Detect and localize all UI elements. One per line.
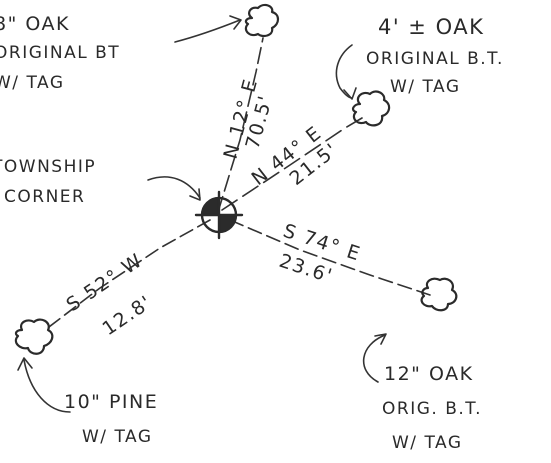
tree-symbol-se [420,277,458,312]
note-se-line1: 12" OAK [384,363,474,385]
line-s52w [44,219,211,331]
note-ne: 4' ± OAK ORIGINAL B.T. W/ TAG [366,15,504,97]
note-se: 12" OAK ORIG. B.T. W/ TAG [382,363,482,453]
note-sw-line1: 10" PINE [64,391,158,413]
line-s74e [229,219,431,296]
tree-symbol-nw-target [244,3,280,38]
se-arrow [362,334,386,383]
note-center: TOWNSHIP CORNER [0,157,96,207]
township-corner-symbol [194,190,244,240]
note-center-line2: CORNER [4,187,85,207]
note-center-line1: TOWNSHIP [0,157,96,177]
line-n44e [221,117,363,211]
note-ne-line2: ORIGINAL B.T. [366,49,504,69]
tree-symbol-ne [351,90,391,127]
note-se-line3: W/ TAG [392,433,463,453]
nw-arrow [174,19,241,43]
note-sw-line2: W/ TAG [82,427,153,447]
note-nw-line3: W/ TAG [0,73,65,93]
note-sw: 10" PINE W/ TAG [64,391,158,447]
pointer-arrows [17,15,387,413]
note-ne-line3: W/ TAG [390,77,461,97]
bearing-lines [44,37,431,331]
center-arrow [147,176,201,199]
note-se-line2: ORIG. B.T. [382,399,482,419]
note-nw: 8" OAK ORIGINAL BT W/ TAG [0,13,120,93]
note-nw-line1: 8" OAK [0,13,70,35]
note-ne-line1: 4' ± OAK [378,15,484,39]
bearing-label-s52w: S 52° W 12.8' [62,249,156,340]
bearing-label-s74e: S 74° E 23.6' [276,220,363,288]
sw-arrow [23,359,71,413]
tree-symbol-sw [14,318,54,355]
line-n12e [217,37,264,213]
distance-s52w-text: 12.8' [98,291,156,340]
note-nw-line2: ORIGINAL BT [0,43,120,63]
bearing-label-n12e: N 12° E 70.5' [220,76,277,161]
